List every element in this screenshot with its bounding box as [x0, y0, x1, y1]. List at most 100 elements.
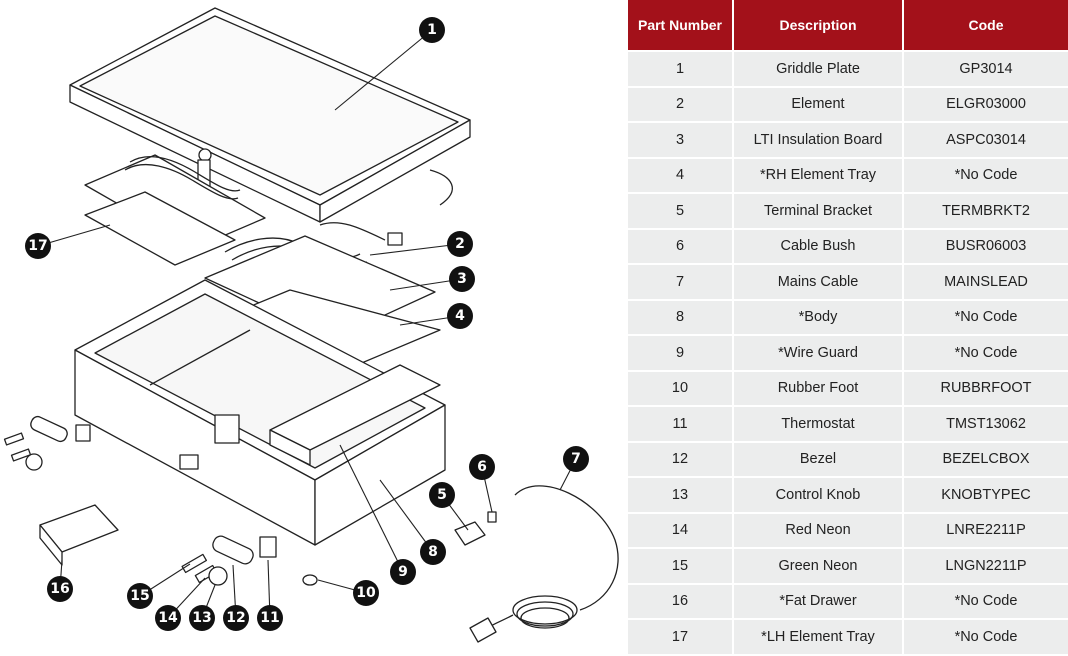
code-cell: LNGN2211P: [904, 549, 1068, 585]
part-number-cell: 1: [628, 52, 734, 88]
callout-9: 9: [398, 564, 408, 580]
part-number-cell: 7: [628, 265, 734, 301]
part-number-cell: 10: [628, 371, 734, 407]
callout-14: 14: [158, 610, 178, 626]
body-side: [314, 404, 446, 546]
table-row: 9*Wire Guard*No Code: [628, 336, 1068, 372]
description-cell: Green Neon: [734, 549, 904, 585]
header-part-number: Part Number: [628, 0, 734, 52]
thermostat: [259, 536, 277, 558]
code-cell: *No Code: [904, 158, 1068, 194]
description-cell: Control Knob: [734, 478, 904, 514]
description-cell: LTI Insulation Board: [734, 123, 904, 159]
table-header-row: Part Number Description Code: [628, 0, 1068, 52]
body-cutout-inner: [214, 414, 240, 444]
part-number-cell: 13: [628, 478, 734, 514]
part-number-cell: 17: [628, 620, 734, 656]
header-code: Code: [904, 0, 1068, 52]
part-number-cell: 4: [628, 158, 734, 194]
part-number-cell: 16: [628, 584, 734, 620]
exploded-diagram: 1 2 3 4 5 6 7 8 9 10 11 12 13 1: [3, 7, 619, 643]
description-cell: Terminal Bracket: [734, 194, 904, 230]
rubber-foot: [302, 574, 318, 586]
description-cell: *LH Element Tray: [734, 620, 904, 656]
code-cell: ASPC03014: [904, 123, 1068, 159]
table-row: 8*Body*No Code: [628, 300, 1068, 336]
code-cell: MAINSLEAD: [904, 265, 1068, 301]
thermostat-left: [75, 424, 91, 442]
control-knob-left: [25, 453, 43, 471]
callout-11: 11: [260, 610, 279, 626]
part-number-cell: 11: [628, 407, 734, 443]
description-cell: Red Neon: [734, 513, 904, 549]
code-cell: *No Code: [904, 336, 1068, 372]
callout-15: 15: [130, 588, 149, 604]
callout-7: 7: [571, 451, 581, 467]
description-cell: *RH Element Tray: [734, 158, 904, 194]
neon-left-2: [10, 448, 32, 462]
callout-4: 4: [455, 308, 465, 324]
code-cell: TERMBRKT2: [904, 194, 1068, 230]
griddle-plate-side: [319, 119, 471, 223]
griddle-plate-inner: [79, 15, 459, 196]
terminal-block: [387, 232, 403, 246]
neon-left-1: [3, 432, 25, 446]
description-cell: Bezel: [734, 442, 904, 478]
code-cell: LNRE2211P: [904, 513, 1068, 549]
wire-guard-front: [269, 429, 311, 466]
callouts: 1 2 3 4 5 6 7 8 9 10 11 12 13 1: [25, 17, 589, 631]
code-cell: GP3014: [904, 52, 1068, 88]
green-neon: [181, 553, 208, 574]
callout-12: 12: [226, 610, 245, 626]
code-cell: RUBBRFOOT: [904, 371, 1068, 407]
mains-cable: [484, 485, 619, 631]
code-cell: BEZELCBOX: [904, 442, 1068, 478]
callout-5: 5: [437, 487, 447, 503]
part-number-cell: 9: [628, 336, 734, 372]
callout-13: 13: [192, 610, 211, 626]
header-description: Description: [734, 0, 904, 52]
part-number-cell: 5: [628, 194, 734, 230]
part-number-cell: 2: [628, 87, 734, 123]
table-row: 17*LH Element Tray*No Code: [628, 620, 1068, 656]
exploded-diagram-drawing: 1 2 3 4 5 6 7 8 9 10 11 12 13 1: [3, 7, 619, 643]
description-cell: *Wire Guard: [734, 336, 904, 372]
body-cutout: [179, 454, 199, 470]
callout-2: 2: [455, 236, 465, 252]
callout-3: 3: [457, 271, 467, 287]
code-cell: TMST13062: [904, 407, 1068, 443]
part-number-cell: 12: [628, 442, 734, 478]
description-cell: *Fat Drawer: [734, 584, 904, 620]
part-number-cell: 6: [628, 229, 734, 265]
callout-10: 10: [356, 585, 376, 601]
probe-cable: [429, 169, 453, 206]
part-number-cell: 8: [628, 300, 734, 336]
table-row: 16*Fat Drawer*No Code: [628, 584, 1068, 620]
callout-17: 17: [28, 238, 47, 254]
callout-1: 1: [427, 22, 437, 38]
code-cell: *No Code: [904, 584, 1068, 620]
terminal-bracket: [454, 521, 486, 546]
code-cell: BUSR06003: [904, 229, 1068, 265]
code-cell: *No Code: [904, 620, 1068, 656]
leader-lines: [37, 29, 577, 619]
callout-6: 6: [477, 459, 487, 475]
code-cell: ELGR03000: [904, 87, 1068, 123]
callout-8: 8: [428, 544, 438, 560]
description-cell: Rubber Foot: [734, 371, 904, 407]
code-cell: *No Code: [904, 300, 1068, 336]
